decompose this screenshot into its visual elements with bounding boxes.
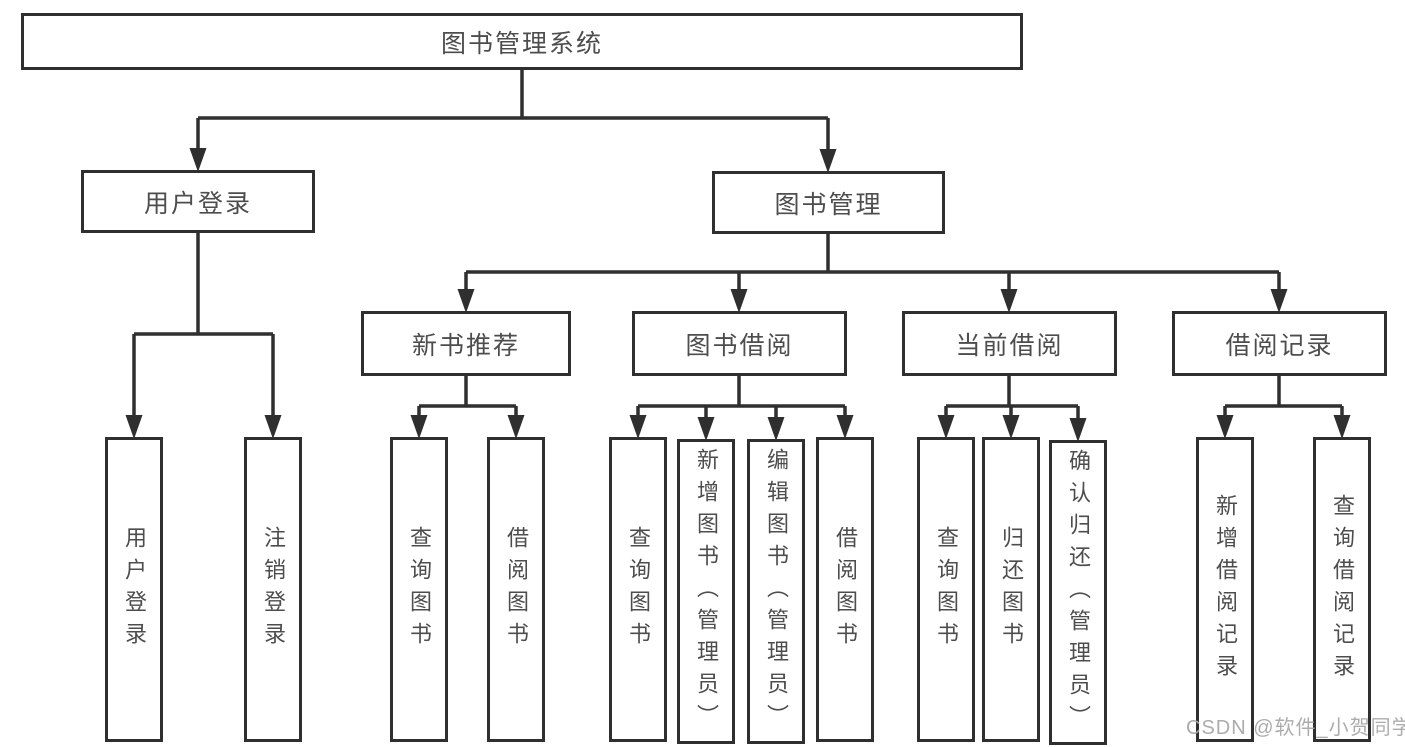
node-library-management-system: 图书管理系统 (21, 13, 1023, 70)
node-label: 借阅记录 (1225, 331, 1334, 360)
leaf-user-login: 用户登录 (105, 437, 163, 742)
edge-user-login-children (132, 233, 275, 421)
node-label: 查询借阅记录 (1330, 493, 1355, 686)
node-label: 借阅图书 (504, 525, 529, 654)
node-label: 确认归还（管理员） (1066, 448, 1091, 737)
arrow-icon (697, 417, 715, 441)
arrow-icon (410, 415, 428, 439)
leaf-borrow-books-borrowing: 借阅图书 (816, 437, 874, 742)
node-label: 查询图书 (934, 525, 959, 654)
arrow-icon (819, 149, 837, 173)
leaf-query-books-borrowing: 查询图书 (609, 437, 667, 742)
leaf-add-borrow-record: 新增借阅记录 (1196, 437, 1254, 742)
arrow-icon (1333, 415, 1351, 439)
arrowheads (125, 148, 1351, 442)
arrow-icon (836, 415, 854, 439)
node-book-borrowing: 图书借阅 (632, 311, 847, 376)
arrow-icon (1270, 289, 1288, 313)
tree-edges (132, 70, 1344, 424)
leaf-borrow-books-recommend: 借阅图书 (487, 437, 545, 742)
node-label: 新书推荐 (411, 331, 520, 360)
node-label: 注销登录 (261, 525, 286, 654)
leaf-confirm-return-admin: 确认归还（管理员） (1049, 440, 1107, 745)
node-label: 新增借阅记录 (1213, 493, 1238, 686)
node-user-login: 用户登录 (81, 170, 315, 233)
arrow-icon (264, 415, 282, 439)
edge-root-to-level1 (196, 70, 830, 155)
leaf-add-book-admin: 新增图书（管理员） (677, 439, 735, 744)
node-label: 查询图书 (626, 525, 651, 654)
edge-current-borrowing-children (944, 376, 1080, 424)
node-new-book-recommend: 新书推荐 (361, 311, 571, 376)
arrow-icon (507, 415, 525, 439)
node-label: 用户登录 (143, 189, 252, 218)
node-label: 借阅图书 (833, 525, 858, 654)
leaf-return-books: 归还图书 (982, 437, 1040, 742)
leaf-edit-book-admin: 编辑图书（管理员） (747, 439, 805, 744)
node-label: 归还图书 (999, 525, 1024, 654)
node-current-borrowing: 当前借阅 (902, 311, 1117, 376)
node-label: 图书管理系统 (440, 29, 603, 58)
edge-book-management-children (464, 234, 1281, 295)
node-label: 新增图书（管理员） (694, 447, 719, 736)
node-label: 当前借阅 (955, 331, 1064, 360)
arrow-icon (1069, 418, 1087, 442)
arrow-icon (629, 415, 647, 439)
node-label: 图书借阅 (685, 331, 794, 360)
leaf-query-books-recommend: 查询图书 (390, 437, 448, 742)
arrow-icon (937, 415, 955, 439)
leaf-query-borrow-record: 查询借阅记录 (1313, 437, 1371, 742)
edge-borrowing-records-children (1223, 376, 1344, 421)
arrow-icon (125, 415, 143, 439)
arrow-icon (730, 289, 748, 313)
node-label: 图书管理 (774, 190, 883, 219)
arrow-icon (1216, 415, 1234, 439)
node-label: 查询图书 (407, 525, 432, 654)
leaf-query-books-current: 查询图书 (917, 437, 975, 742)
watermark: CSDN @软件_小贺同学 (1186, 717, 1405, 739)
node-label: 编辑图书（管理员） (764, 447, 789, 736)
arrow-icon (767, 417, 785, 441)
arrow-icon (189, 148, 207, 172)
node-book-management: 图书管理 (712, 171, 945, 234)
node-label: 用户登录 (122, 525, 147, 654)
edge-new-book-children (417, 376, 518, 421)
arrow-icon (1002, 415, 1020, 439)
arrow-icon (1000, 289, 1018, 313)
leaf-logout: 注销登录 (244, 437, 302, 742)
edge-book-borrowing-children (636, 376, 847, 423)
node-borrowing-records: 借阅记录 (1172, 311, 1387, 376)
arrow-icon (457, 289, 475, 313)
